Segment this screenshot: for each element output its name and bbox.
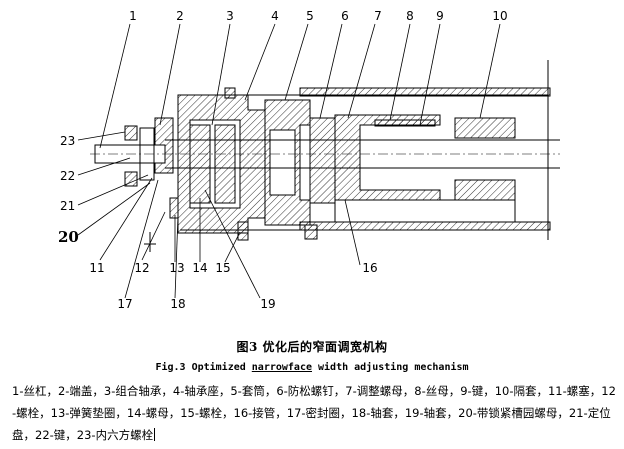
callout-20: 20 [58, 228, 79, 246]
parts-legend-text: 1-丝杠，2-端盖，3-组合轴承，4-轴承座，5-套筒，6-防松螺钉，7-调整螺… [12, 384, 616, 442]
caption-en-prefix: Fig.3 Optimized [155, 362, 252, 373]
spacer [454, 117, 516, 139]
caption-en-suffix: width adjusting mechanism [312, 362, 469, 373]
callout-12: 12 [134, 261, 149, 275]
callout-21: 21 [60, 199, 75, 213]
callout-22: 22 [60, 169, 75, 183]
callout-23: 23 [60, 134, 75, 148]
callout-6: 6 [341, 9, 349, 23]
lead-nut [334, 114, 441, 201]
caption-en-underlined: narrowface [251, 362, 312, 373]
callout-8: 8 [406, 9, 414, 23]
callout-10: 10 [492, 9, 507, 23]
adjusting-nut [309, 117, 336, 204]
callout-9: 9 [436, 9, 444, 23]
parts-legend: 1-丝杠，2-端盖，3-组合轴承，4-轴承座，5-套筒，6-防松螺钉，7-调整螺… [12, 380, 617, 446]
callout-2: 2 [176, 9, 184, 23]
figure-caption-english: Fig.3 Optimized narrowface width adjusti… [0, 362, 624, 373]
combination-bearing [189, 124, 211, 204]
callout-13: 13 [169, 261, 184, 275]
callout-15: 15 [215, 261, 230, 275]
callout-1: 1 [129, 9, 137, 23]
callout-3: 3 [226, 9, 234, 23]
callout-4: 4 [271, 9, 279, 23]
mechanism-drawing: 1 2 3 4 5 6 7 8 9 10 23 22 21 20 11 12 1… [58, 9, 560, 311]
callout-5: 5 [306, 9, 314, 23]
callout-14: 14 [192, 261, 207, 275]
callout-17: 17 [117, 297, 132, 311]
text-cursor [154, 428, 156, 441]
figure-caption-chinese: 图3 优化后的窄面调宽机构 [236, 340, 388, 354]
callout-16: 16 [362, 261, 377, 275]
callout-11: 11 [89, 261, 104, 275]
callout-18: 18 [170, 297, 185, 311]
callout-19: 19 [260, 297, 275, 311]
callout-7: 7 [374, 9, 382, 23]
